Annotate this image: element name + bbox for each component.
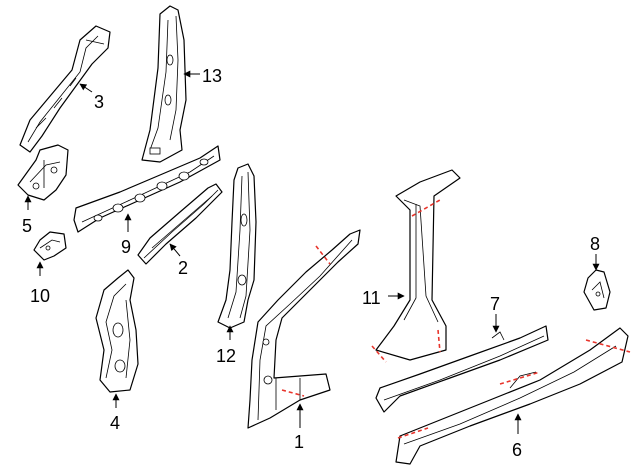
- part-3-roof-rail[interactable]: [19, 25, 111, 153]
- part-11-center-pillar[interactable]: [371, 169, 461, 363]
- part-5-bracket[interactable]: [17, 144, 69, 201]
- part-13-pillar-upper[interactable]: [141, 5, 187, 163]
- part-4-pillar-reinforcement[interactable]: [95, 269, 139, 393]
- callout-7: 7: [490, 294, 500, 314]
- callout-9: 9: [121, 237, 131, 257]
- callout-8: 8: [590, 234, 600, 254]
- part-7-rocker-inner[interactable]: [375, 325, 549, 413]
- callout-5: 5: [22, 216, 32, 236]
- callout-1: 1: [294, 432, 304, 452]
- part-6-rocker-outer[interactable]: [395, 327, 631, 465]
- callout-4: 4: [110, 413, 120, 433]
- part-9-reinforcement[interactable]: [73, 145, 221, 233]
- callout-10: 10: [30, 286, 50, 306]
- callout-6: 6: [512, 440, 522, 460]
- callout-12: 12: [216, 346, 236, 366]
- callout-11: 11: [362, 288, 381, 308]
- part-1-a-pillar[interactable]: [247, 229, 361, 429]
- callout-3: 3: [94, 92, 104, 112]
- part-2-roof-rail-outer[interactable]: [137, 183, 223, 265]
- callouts: 3 13 5 9 2 10 12 4 1 11 7 8 6: [22, 66, 600, 460]
- part-10-small-bracket[interactable]: [33, 231, 67, 261]
- callout-13: 13: [202, 66, 222, 86]
- callout-2: 2: [178, 258, 188, 278]
- part-8-clip[interactable]: [583, 269, 611, 311]
- part-12-b-pillar[interactable]: [217, 163, 257, 329]
